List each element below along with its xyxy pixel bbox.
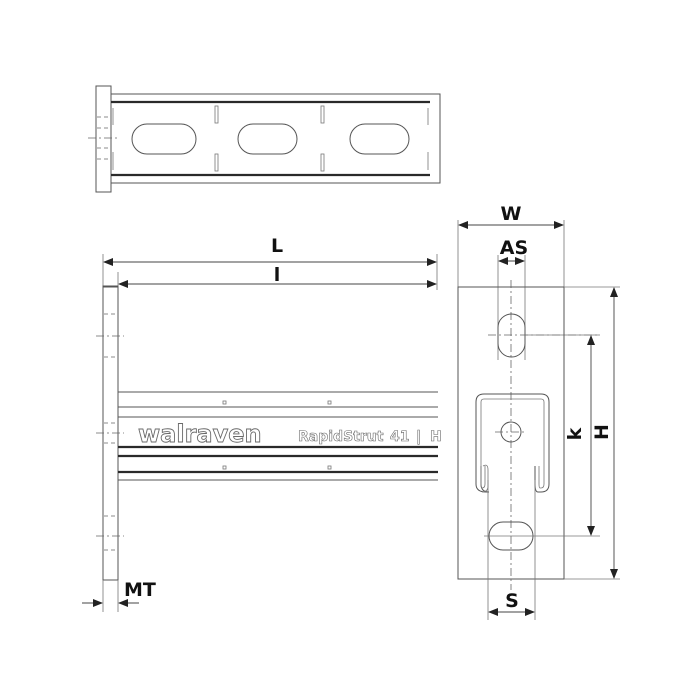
top-view — [88, 85, 441, 193]
slot-3 — [349, 123, 410, 155]
separator: | — [416, 429, 421, 445]
top-slot — [497, 313, 526, 358]
trailing-text: H — [430, 429, 442, 445]
slot-2 — [237, 123, 298, 155]
slot-1 — [131, 123, 197, 155]
end-view: W AS — [457, 203, 620, 620]
channel-profile-outer — [475, 393, 550, 493]
dimension-MT-label: MT — [124, 579, 156, 601]
dimension-W-label: W — [501, 203, 522, 225]
base-plate-top — [95, 85, 112, 193]
dimension-l-label: l — [274, 264, 281, 286]
product-size: 41 — [390, 429, 409, 445]
side-view: L l — [82, 235, 442, 612]
dimension-S-label: S — [505, 590, 519, 612]
dimension-AS-label: AS — [500, 237, 528, 259]
dimension-k-label: k — [564, 427, 586, 440]
brand-logo: walraven — [138, 420, 262, 448]
dimension-L-label: L — [271, 235, 283, 257]
dimension-H-label: H — [591, 424, 613, 440]
channel-outline-top — [110, 93, 441, 184]
product-name: RapidStrut — [298, 429, 384, 445]
